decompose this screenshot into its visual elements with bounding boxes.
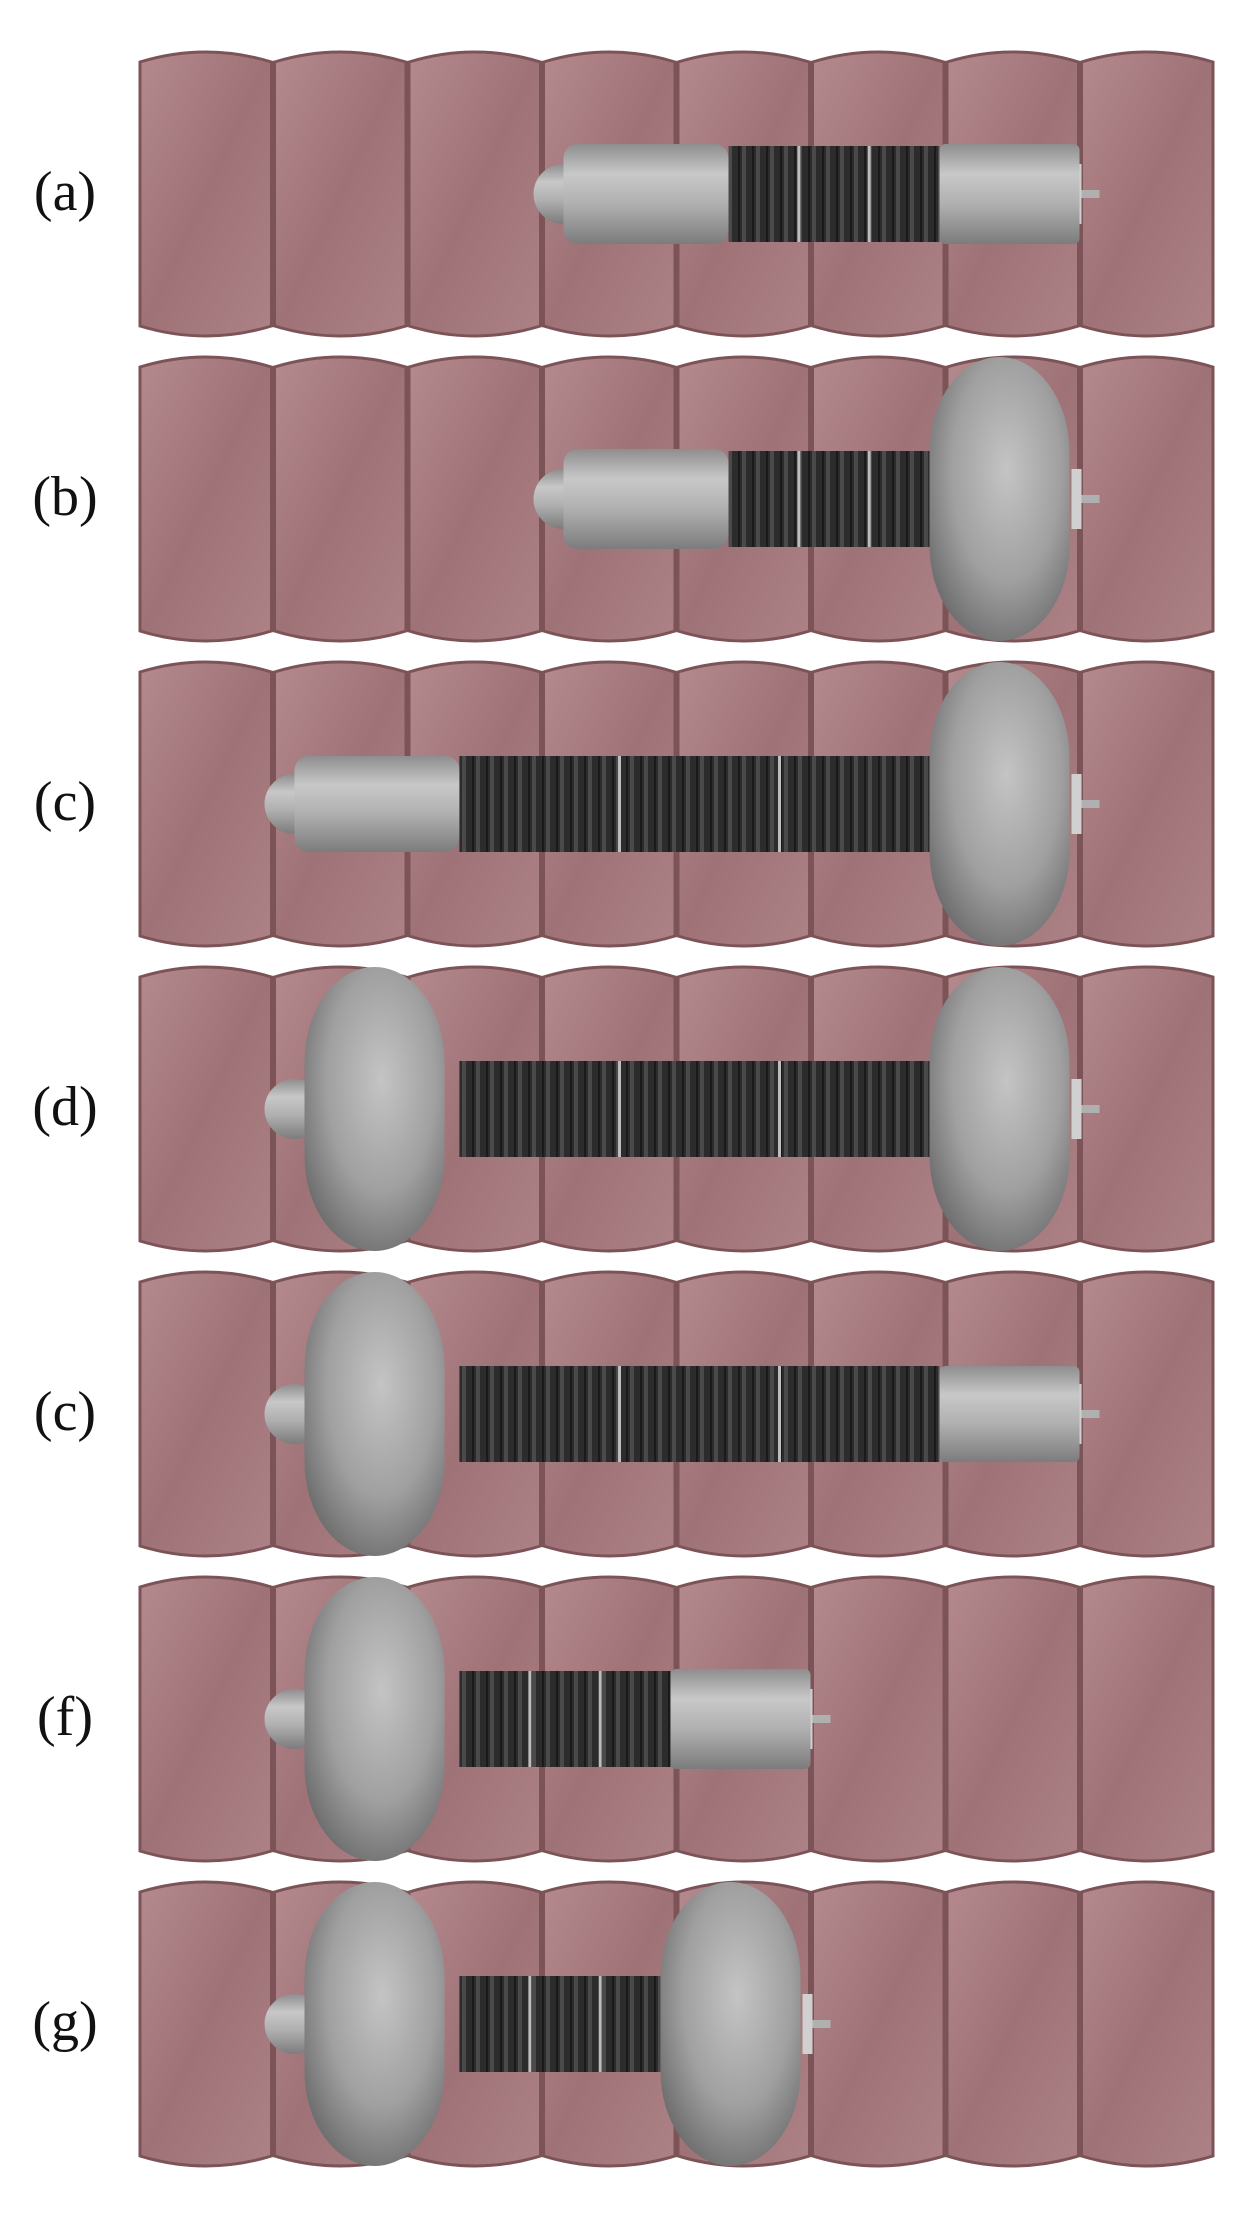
tissue-segment [407, 50, 542, 338]
bellows-body [459, 756, 940, 852]
tissue-segment [1080, 355, 1215, 643]
tail-clamp-inflated [304, 1577, 445, 1861]
head-clamp-inflated [929, 357, 1070, 641]
head-module [939, 144, 1080, 244]
bellows-body [459, 1061, 940, 1157]
head-clamp-inflated [929, 967, 1070, 1251]
tissue-segment [811, 1880, 946, 2168]
head-module [939, 1366, 1080, 1462]
tissue-segment [1080, 1575, 1215, 1863]
tissue-segment [138, 1270, 273, 1558]
head-clamp-inflated [929, 662, 1070, 946]
tissue-segment [138, 355, 273, 643]
head-end-ring [1071, 469, 1082, 529]
tail-module [563, 144, 729, 244]
head-clamp-inflated [660, 1882, 801, 2166]
tissue-segment [1080, 660, 1215, 948]
head-pin [1079, 1410, 1100, 1418]
head-pin [1079, 190, 1100, 198]
tissue-segment [273, 355, 408, 643]
tissue-segment [138, 50, 273, 338]
tail-clamp-inflated [304, 1272, 445, 1556]
head-end-ring [1071, 1079, 1082, 1139]
tissue-segment [138, 660, 273, 948]
panel-label: (c) [33, 771, 97, 833]
tail-module [294, 756, 460, 852]
head-pin [1079, 800, 1100, 808]
head-end-ring [802, 1994, 813, 2054]
bellows-body [728, 146, 940, 242]
panel-label: (b) [32, 466, 98, 528]
tissue-segment [1080, 50, 1215, 338]
panel-label: (d) [32, 1076, 98, 1138]
tissue-segment [273, 50, 408, 338]
tissue-segment [407, 355, 542, 643]
head-pin [1079, 1105, 1100, 1113]
panel-label: (g) [32, 1991, 98, 2053]
panel-6 [138, 1575, 1215, 1863]
panel-3 [138, 660, 1215, 948]
panel-1 [138, 50, 1215, 338]
bellows-body [459, 1366, 940, 1462]
tail-module [563, 449, 729, 549]
tissue-segment [1080, 1270, 1215, 1558]
panel-4 [138, 965, 1215, 1253]
panel-label: (a) [33, 161, 97, 223]
head-module [670, 1669, 811, 1769]
head-pin [1079, 495, 1100, 503]
panel-5 [138, 1270, 1215, 1558]
head-end-ring [1071, 774, 1082, 834]
bellows-body [459, 1976, 671, 2072]
tail-clamp-inflated [304, 967, 445, 1251]
tissue-segment [138, 1575, 273, 1863]
tissue-segment [138, 965, 273, 1253]
tissue-segment [811, 1575, 946, 1863]
tissue-segment [945, 1575, 1080, 1863]
tissue-segment [138, 1880, 273, 2168]
bellows-body [459, 1671, 671, 1767]
panel-label: (f) [37, 1686, 93, 1748]
tail-clamp-inflated [304, 1882, 445, 2166]
panel-label: (c) [33, 1381, 97, 1443]
head-pin [810, 2020, 831, 2028]
panel-2 [138, 355, 1215, 643]
panel-7 [138, 1880, 1215, 2168]
tissue-segment [1080, 965, 1215, 1253]
tissue-segment [1080, 1880, 1215, 2168]
head-pin [810, 1715, 831, 1723]
tissue-segment [945, 1880, 1080, 2168]
bellows-body [728, 451, 940, 547]
